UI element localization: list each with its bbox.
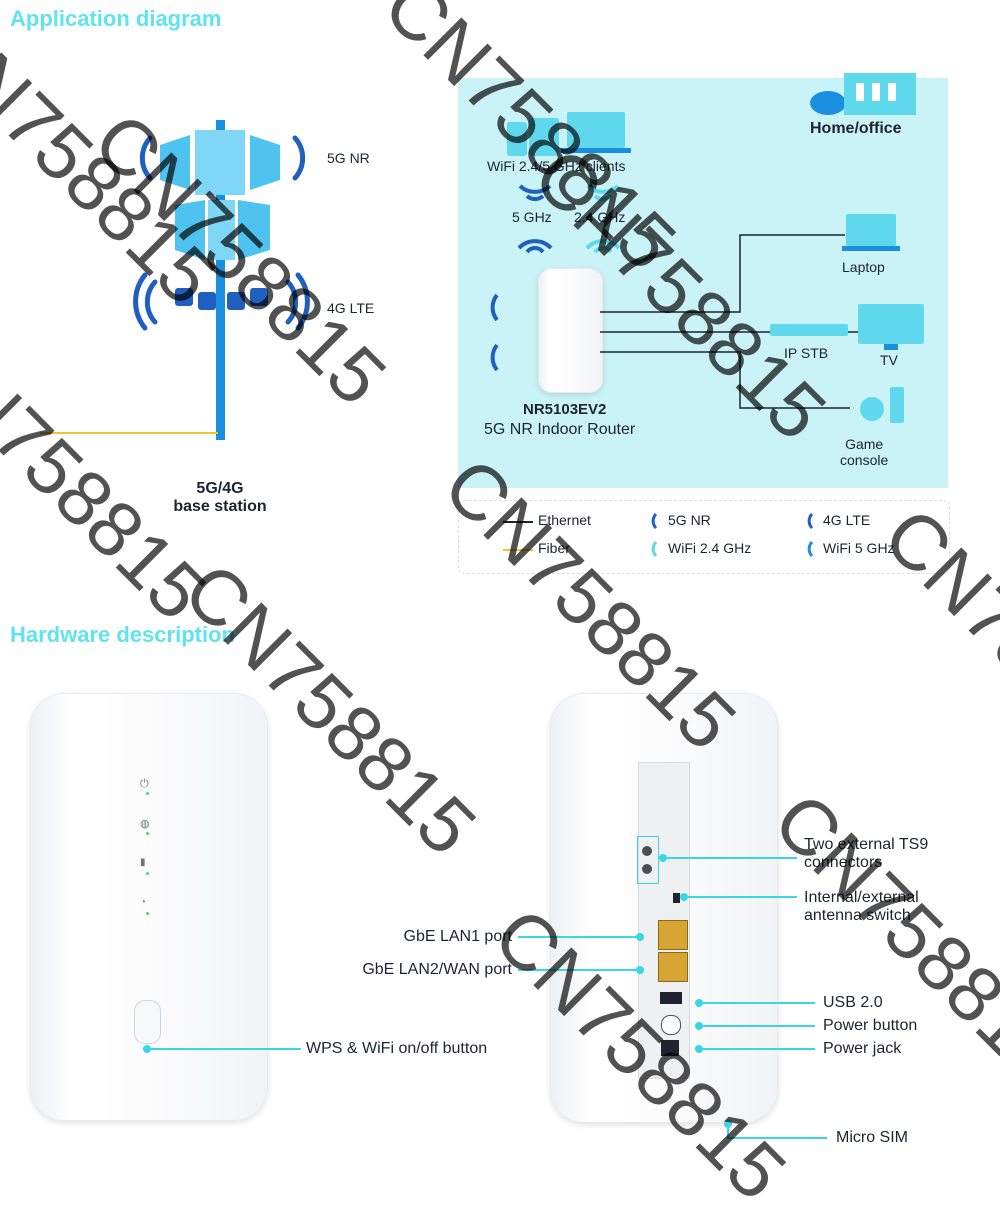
wifi-clients-icon [507,112,631,156]
legend-wifi5-label: WiFi 5 GHz [823,540,895,556]
legend-wifi5-icon [807,540,814,558]
sim-callout-vertical [727,1124,729,1138]
router-cellular-signal-icon [490,293,499,372]
laptop-client-icon [567,112,625,148]
antenna-switch-label: Internal/external antenna switch [804,889,919,924]
power-jack-callout-dot [695,1045,703,1053]
tv-icon [858,304,924,350]
legend [458,500,950,574]
internet-led-icon: ◍ [140,818,150,830]
router-description: 5G NR Indoor Router [484,421,636,438]
legend-5g-icon [651,512,658,530]
game-console-icon [860,387,904,423]
power-led [146,792,149,795]
base-station-mast [216,120,225,440]
4g-signal-icon [133,272,310,331]
antenna-switch[interactable] [673,893,680,903]
wps-label: WPS & WiFi on/off button [306,1040,488,1057]
legend-ethernet-swatch [503,521,533,523]
legend-4g-label: 4G LTE [823,512,871,528]
legend-5g-label: 5G NR [668,512,711,528]
lan2-wan-callout-dot [636,966,644,974]
laptop-icon [842,214,900,251]
legend-fiber-swatch [503,549,533,551]
router-image [538,268,603,393]
base-station-graphic [133,120,310,440]
wifi-5-uplink-icon [517,239,553,254]
legend-4g-icon [807,512,814,530]
base-station-name: 5G/4G base station [173,480,267,515]
house-icon [810,73,916,115]
ts9-connectors-box [637,836,659,884]
5g-antenna-panels [160,130,280,260]
router-front-view [30,693,268,1121]
usb-port[interactable] [660,992,682,1004]
wifi-clients-label: WiFi 2.4/5 GHz clients [487,158,626,174]
internet-led [146,832,149,835]
band-5ghz-label: 5 GHz [512,209,552,225]
hardware-description-title: Hardware description [10,622,235,647]
legend-ethernet-label: Ethernet [538,512,591,528]
power-button-callout-dot [695,1022,703,1030]
tablet-icon [529,118,559,156]
wifi-24-uplink-icon [585,239,621,254]
power-jack-label: Power jack [823,1040,902,1057]
legend-wifi24-label: WiFi 2.4 GHz [668,540,752,556]
power-button-label: Power button [823,1017,918,1034]
lan2-wan-label: GbE LAN2/WAN port [362,961,512,978]
antenna-switch-callout-dot [680,893,688,901]
ip-stb-icon [770,324,848,336]
usb-label: USB 2.0 [823,994,883,1011]
legend-wifi24-icon [651,540,658,558]
lan1-callout-dot [636,933,644,941]
band-24ghz-label: 2.4 GHz [574,209,626,225]
laptop-label: Laptop [842,259,885,275]
cloud-icon [810,91,846,115]
lan2-wan-port[interactable] [658,952,688,982]
wps-callout-dot [143,1045,151,1053]
ip-stb-label: IP STB [784,345,829,361]
wps-callout-line [151,1048,301,1050]
lan1-label: GbE LAN1 port [403,928,513,945]
wifi-led [146,912,149,915]
power-jack[interactable] [661,1040,679,1056]
5g-signal-icon [139,135,306,181]
signal-led [146,872,149,875]
application-diagram-title: Application diagram [10,6,222,31]
tv-label: TV [880,352,898,368]
legend-fiber-label: Fiber [538,540,570,556]
4g-lte-label: 4G LTE [327,300,375,316]
ts9-label: Two external TS9 connectors [804,836,929,871]
4g-antenna-modules [175,288,268,310]
ts9-connector-2[interactable] [642,864,652,874]
power-led-icon: ⏻ [140,778,149,790]
power-jack-callout-line [703,1048,815,1050]
fiber-line [40,432,218,434]
lan1-callout-line [518,936,638,938]
lan1-port[interactable] [658,920,688,950]
phone-icon [507,122,527,156]
usb-callout-dot [695,999,703,1007]
5g-nr-label: 5G NR [327,150,370,166]
ts9-callout-line [667,857,797,859]
router-model: NR5103EV2 [523,401,607,418]
wifi-5-signal-icon [518,184,552,201]
power-button[interactable] [661,1015,681,1035]
signal-led-icon: ▮ [140,857,146,868]
ts9-connector-1[interactable] [642,846,652,856]
usb-callout-line [703,1002,815,1004]
game-console-label: Game console [840,436,889,468]
sim-callout-line [727,1137,827,1139]
home-office-label: Home/office [810,120,902,137]
wifi-24-signal-icon [586,184,620,201]
antenna-switch-callout-line [688,896,797,898]
lan2-wan-callout-line [518,969,638,971]
wifi-led-icon: ◔ [140,897,147,908]
micro-sim-label: Micro SIM [836,1129,908,1146]
ts9-callout-dot [659,854,667,862]
wps-wifi-button[interactable] [134,1000,161,1044]
power-button-callout-line [703,1025,815,1027]
